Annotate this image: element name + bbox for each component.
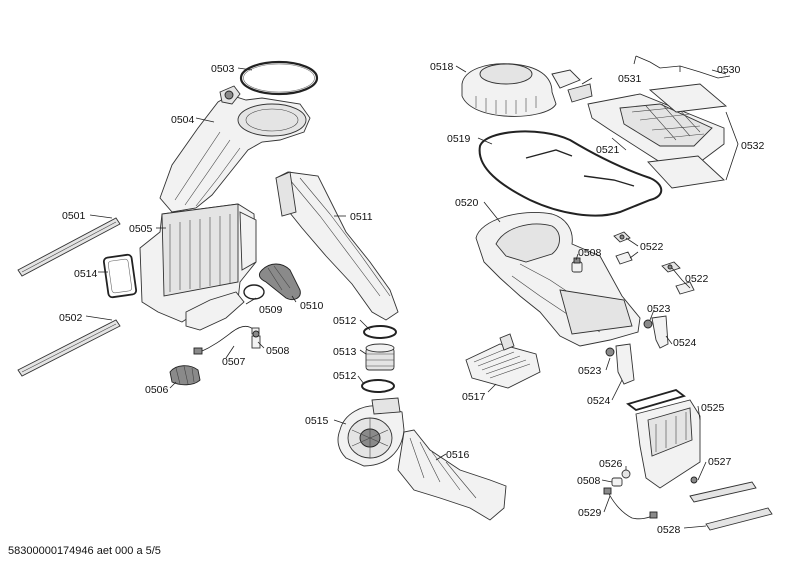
part-0510-hose[interactable]	[258, 263, 301, 301]
part-0502-rail[interactable]	[17, 319, 121, 377]
label-0508-right[interactable]: 0508	[578, 247, 602, 259]
label-0508-lower[interactable]: 0508	[577, 475, 601, 487]
part-0506-hose[interactable]	[169, 365, 201, 386]
label-0515[interactable]: 0515	[305, 415, 329, 427]
part-0513-bellow[interactable]	[365, 343, 395, 371]
part-0508-sensor-lower[interactable]	[611, 477, 623, 487]
drawing-number-footer: 58300000174946 aet 000 a 5/5	[8, 545, 161, 557]
label-0516[interactable]: 0516	[446, 449, 470, 461]
label-0519[interactable]: 0519	[447, 133, 471, 145]
label-0511[interactable]: 0511	[350, 211, 373, 223]
part-0512-clamp-lower[interactable]	[361, 379, 395, 393]
label-0531[interactable]: 0531	[618, 73, 642, 85]
label-0510[interactable]: 0510	[300, 300, 324, 312]
part-0505-condenser-unit[interactable]	[139, 203, 257, 323]
part-0508-sensor-right[interactable]	[571, 257, 583, 273]
label-0526[interactable]: 0526	[599, 458, 623, 470]
label-0505[interactable]: 0505	[129, 223, 153, 235]
part-0531-flap[interactable]	[567, 83, 593, 103]
label-0502[interactable]: 0502	[59, 312, 83, 324]
part-0522-clip-upper[interactable]	[613, 231, 631, 243]
part-0525-water-container[interactable]	[626, 389, 701, 489]
label-0523-right[interactable]: 0523	[647, 303, 671, 315]
part-0512-clamp-upper[interactable]	[363, 325, 397, 339]
label-0524-right[interactable]: 0524	[673, 337, 697, 349]
part-0532-panel-lower[interactable]	[647, 155, 725, 189]
label-0522-upper[interactable]: 0522	[640, 241, 664, 253]
label-0501[interactable]: 0501	[62, 210, 86, 222]
label-0518[interactable]: 0518	[430, 61, 454, 73]
label-0507[interactable]: 0507	[222, 356, 246, 368]
label-0514[interactable]: 0514	[74, 268, 98, 280]
part-0524-bracket-right[interactable]	[651, 315, 669, 349]
label-0504[interactable]: 0504	[171, 114, 195, 126]
label-0520[interactable]: 0520	[455, 197, 479, 209]
part-0514-seal-frame[interactable]	[102, 253, 138, 299]
part-0519-seal-loop[interactable]	[478, 130, 663, 217]
label-0523-left[interactable]: 0523	[578, 365, 602, 377]
part-0504-air-duct[interactable]	[159, 85, 311, 213]
part-0523-foot-left[interactable]	[605, 347, 615, 357]
part-0526-nut[interactable]	[621, 469, 631, 479]
part-0522-clip-middle[interactable]	[615, 251, 633, 265]
label-0517[interactable]: 0517	[462, 391, 486, 403]
label-0521[interactable]: 0521	[596, 144, 620, 156]
part-0508-sensor[interactable]	[251, 330, 261, 349]
leader-lines	[85, 65, 739, 529]
label-0513[interactable]: 0513	[333, 346, 357, 358]
label-0529[interactable]: 0529	[578, 507, 602, 519]
part-0529-cable[interactable]	[603, 487, 658, 520]
label-0506[interactable]: 0506	[145, 384, 169, 396]
part-0518-blower[interactable]	[461, 63, 581, 117]
label-0524-left[interactable]: 0524	[587, 395, 611, 407]
part-0503-gasket-ring[interactable]	[239, 60, 319, 96]
label-0525[interactable]: 0525	[701, 402, 725, 414]
part-0507-sensor-cable[interactable]	[193, 326, 260, 355]
part-0501-rail[interactable]	[17, 217, 121, 277]
label-0532[interactable]: 0532	[741, 140, 765, 152]
part-0532-panel-upper[interactable]	[648, 83, 728, 113]
label-0509[interactable]: 0509	[259, 304, 283, 316]
part-0517-heater[interactable]	[465, 333, 541, 389]
label-0512-lower[interactable]: 0512	[333, 370, 357, 382]
label-0503[interactable]: 0503	[211, 63, 235, 75]
label-0522-lower[interactable]: 0522	[685, 273, 709, 285]
label-0527[interactable]: 0527	[708, 456, 732, 468]
part-0530-wire[interactable]	[633, 55, 731, 79]
part-0511-duct[interactable]	[275, 171, 399, 321]
part-0527-rail[interactable]	[689, 476, 757, 503]
part-0524-bracket-left[interactable]	[615, 343, 635, 385]
part-0509-ring[interactable]	[243, 284, 265, 300]
part-0520-base-housing[interactable]	[475, 212, 641, 347]
part-0522-clip-lower[interactable]	[661, 261, 681, 273]
part-0505-outlet[interactable]	[185, 291, 245, 331]
part-0516-lower-duct[interactable]	[397, 429, 507, 521]
label-0512-upper[interactable]: 0512	[333, 315, 357, 327]
part-0515-fan-housing[interactable]	[337, 397, 405, 467]
part-0523-foot-right[interactable]	[643, 319, 653, 329]
part-0528-rail[interactable]	[705, 507, 773, 531]
label-0528[interactable]: 0528	[657, 524, 681, 536]
label-0530[interactable]: 0530	[717, 64, 741, 76]
label-0508-left[interactable]: 0508	[266, 345, 290, 357]
